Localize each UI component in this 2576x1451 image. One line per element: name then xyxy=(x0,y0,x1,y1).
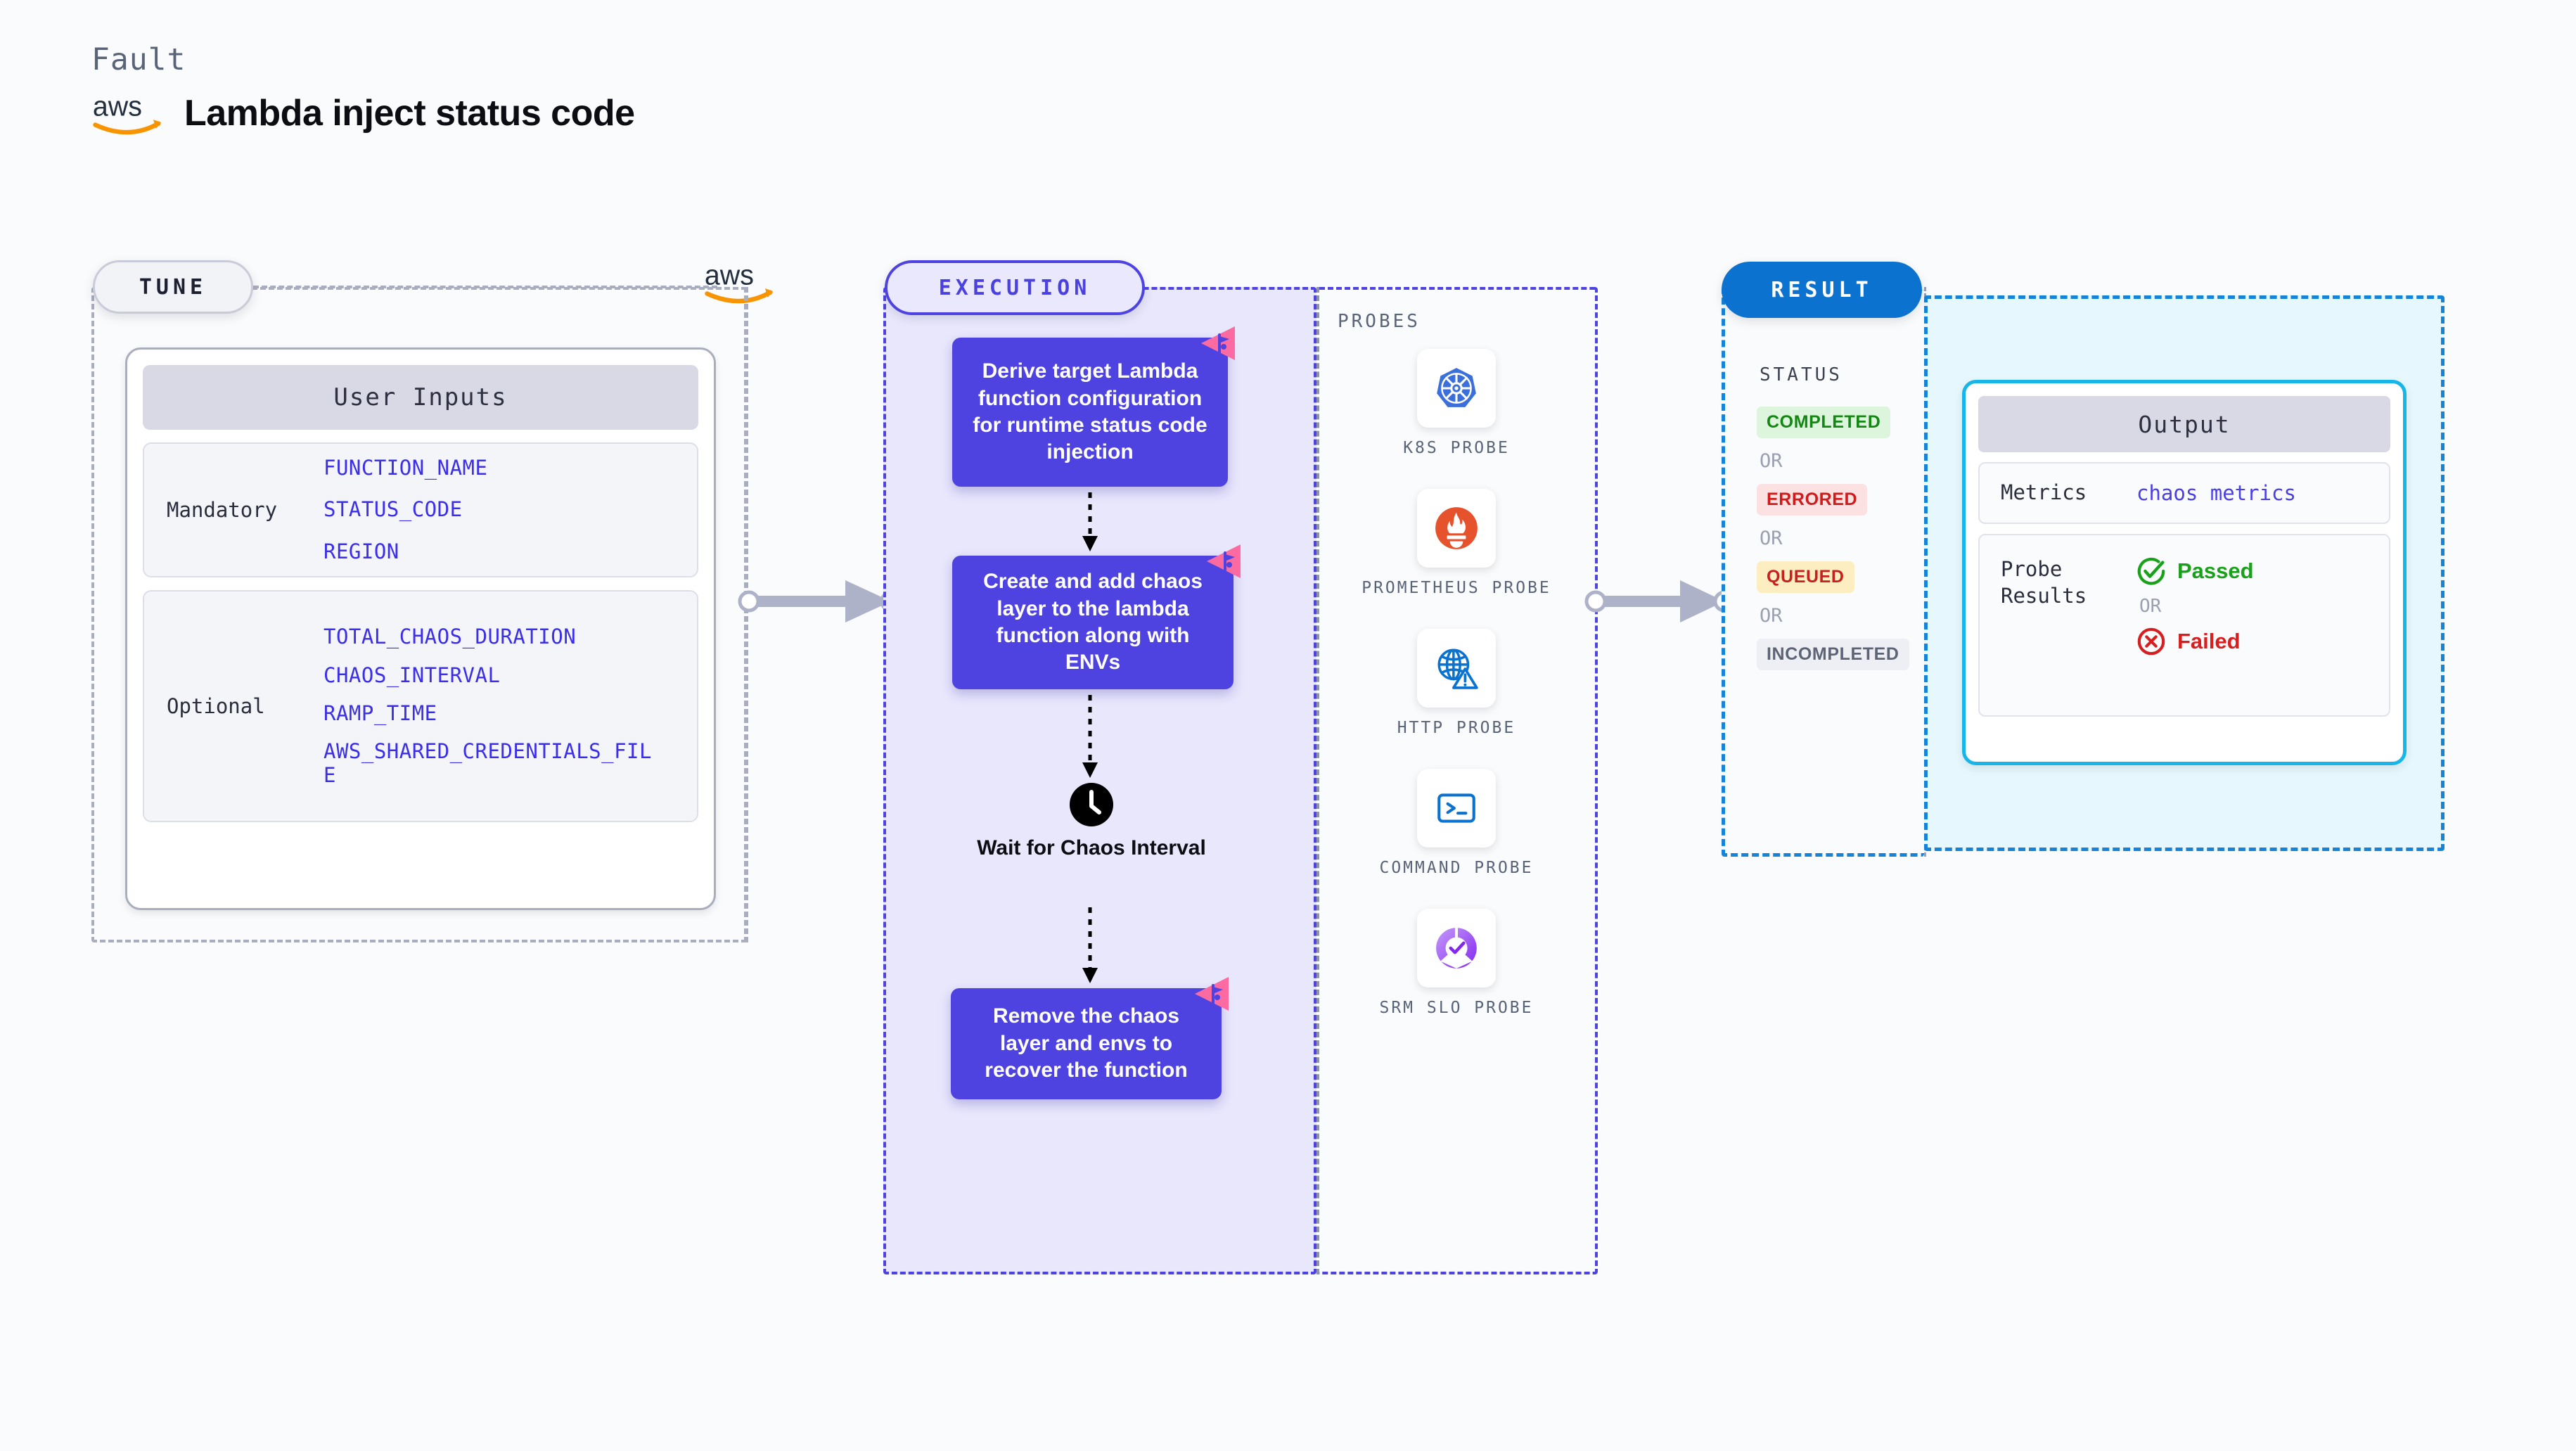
user-inputs-card: User Inputs Mandatory FUNCTION_NAME STAT… xyxy=(125,347,716,910)
globe-warning-icon xyxy=(1437,648,1478,689)
input-var: RAMP_TIME xyxy=(323,701,437,725)
mandatory-label: Mandatory xyxy=(167,498,278,523)
status-badge-errored: ERRORED xyxy=(1757,484,1868,516)
output-title: Output xyxy=(1978,396,2390,452)
status-badge-completed: COMPLETED xyxy=(1757,407,1891,438)
or-separator: OR xyxy=(1760,528,1783,549)
prometheus-icon xyxy=(1435,507,1478,549)
metrics-label: Metrics xyxy=(2001,480,2087,505)
passed-label: Passed xyxy=(2177,558,2254,583)
status-title: STATUS xyxy=(1760,364,1843,385)
or-separator: OR xyxy=(2139,596,2162,617)
output-metrics-row: Metrics chaos metrics xyxy=(1978,462,2390,524)
clock-icon xyxy=(1070,783,1113,826)
probes-title: PROBES xyxy=(1338,311,1421,332)
probe-item-http[interactable]: HTTP PROBE xyxy=(1340,629,1572,739)
execution-arrow xyxy=(1082,695,1098,779)
optional-label: Optional xyxy=(167,694,265,719)
probe-item-prometheus[interactable]: PROMETHEUS PROBE xyxy=(1340,489,1572,599)
probe-tile xyxy=(1417,629,1496,708)
wait-for-chaos-interval-node: Wait for Chaos Interval xyxy=(965,782,1218,862)
execution-step-box[interactable]: Derive target Lambda function configurat… xyxy=(952,326,1235,487)
mandatory-inputs-block: Mandatory FUNCTION_NAME STATUS_CODE REGI… xyxy=(143,442,698,578)
probe-result-failed: Failed xyxy=(2136,627,2254,656)
execution-arrow xyxy=(1082,492,1098,553)
execution-step-text: Create and add chaos layer to the lambda… xyxy=(983,570,1203,675)
probe-tile xyxy=(1417,769,1496,848)
execution-step-box[interactable]: Remove the chaos layer and envs to recov… xyxy=(951,977,1229,1099)
probe-result-passed: Passed xyxy=(2136,556,2254,586)
optional-inputs-block: Optional TOTAL_CHAOS_DURATION CHAOS_INTE… xyxy=(143,590,698,823)
connector-execution-to-result xyxy=(1584,570,1736,633)
probe-item-srm-slo[interactable]: SRM SLO PROBE xyxy=(1340,909,1572,1019)
status-badge-queued: QUEUED xyxy=(1757,561,1854,593)
probe-tile xyxy=(1417,489,1496,568)
execution-step-text: Derive target Lambda function configurat… xyxy=(973,359,1207,464)
fault-kind-label: Fault xyxy=(91,42,186,77)
output-card: Output Metrics chaos metrics Probe Resul… xyxy=(1962,380,2407,765)
execution-step-text: Remove the chaos layer and envs to recov… xyxy=(985,1004,1188,1082)
tune-panel xyxy=(91,287,747,942)
chaos-flag-icon xyxy=(1195,977,1229,1011)
tune-aws-logo-icon: aws xyxy=(705,260,773,304)
check-circle-icon xyxy=(2137,557,2165,585)
aws-logo: aws xyxy=(93,91,161,135)
failed-label: Failed xyxy=(2177,629,2241,653)
svg-text:aws: aws xyxy=(93,91,142,122)
svg-text:aws: aws xyxy=(705,260,754,291)
metrics-value: chaos metrics xyxy=(2136,481,2296,505)
input-var: STATUS_CODE xyxy=(323,497,463,522)
user-inputs-title: User Inputs xyxy=(143,365,698,430)
probe-label: HTTP PROBE xyxy=(1397,719,1516,738)
probes-left-divider xyxy=(1316,287,1319,1274)
probe-tile xyxy=(1417,909,1496,988)
srm-slo-icon xyxy=(1436,928,1477,969)
status-badge-incompleted: INCOMPLETED xyxy=(1757,639,1909,670)
probe-tile xyxy=(1417,349,1496,428)
input-var: AWS_SHARED_CREDENTIALS_FILE xyxy=(323,739,652,787)
connector-tune-to-execution xyxy=(738,570,902,633)
tune-pill[interactable]: TUNE xyxy=(93,260,253,314)
probe-label: COMMAND PROBE xyxy=(1379,859,1534,878)
execution-step-box[interactable]: Create and add chaos layer to the lambda… xyxy=(952,544,1241,689)
chaos-flag-icon xyxy=(1201,326,1235,360)
or-separator: OR xyxy=(1760,450,1783,472)
page-header: Fault aws Lambda inject status code xyxy=(91,42,635,136)
status-list: COMPLETED OR ERRORED OR QUEUED OR INCOMP… xyxy=(1757,407,1918,670)
probe-item-k8s[interactable]: K8S PROBE xyxy=(1340,349,1572,459)
or-separator: OR xyxy=(1760,605,1783,627)
probe-label: SRM SLO PROBE xyxy=(1379,999,1534,1018)
probe-label: PROMETHEUS PROBE xyxy=(1361,579,1551,598)
probe-results-label: Probe Results xyxy=(2001,557,2087,608)
terminal-icon xyxy=(1437,793,1475,823)
chaos-flag-icon xyxy=(1207,544,1241,578)
result-pill[interactable]: RESULT xyxy=(1722,262,1922,318)
input-var: FUNCTION_NAME xyxy=(323,456,488,480)
execution-arrow xyxy=(1082,907,1098,985)
x-circle-icon xyxy=(2137,627,2165,656)
probe-item-command[interactable]: COMMAND PROBE xyxy=(1340,769,1572,879)
input-var: CHAOS_INTERVAL xyxy=(323,663,501,687)
execution-pill[interactable]: EXECUTION xyxy=(885,260,1145,315)
wait-label: Wait for Chaos Interval xyxy=(977,836,1206,859)
tune-right-dashed-line xyxy=(745,287,748,942)
input-var: TOTAL_CHAOS_DURATION xyxy=(323,625,577,649)
page-title: Lambda inject status code xyxy=(184,93,635,134)
output-probe-results-row: Probe Results Passed OR Failed xyxy=(1978,534,2390,717)
input-var: REGION xyxy=(323,539,399,563)
probes-list: K8S PROBE PROMETHEUS PROBE xyxy=(1340,349,1572,1019)
probe-label: K8S PROBE xyxy=(1403,439,1510,457)
kubernetes-icon xyxy=(1437,368,1476,407)
